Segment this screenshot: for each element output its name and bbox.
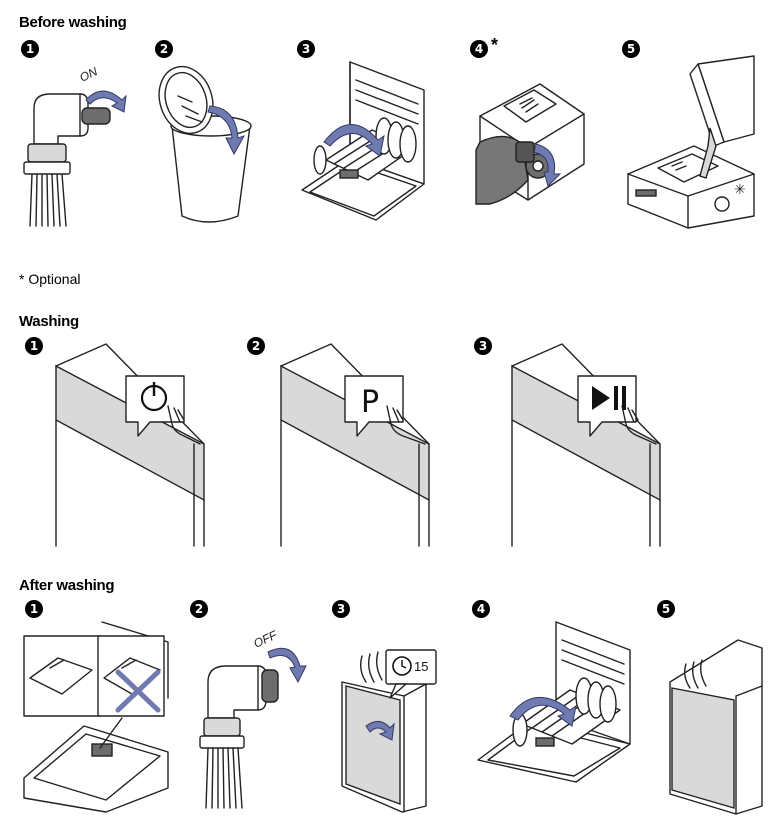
before-step-5-number: 5	[622, 40, 640, 58]
optional-asterisk: *	[491, 35, 499, 55]
after-step-5-number: 5	[657, 600, 675, 618]
section-title-after-washing: After washing	[19, 577, 115, 594]
tap-off-illustration: OFF	[199, 628, 307, 809]
before-step-4-number: 4	[470, 40, 488, 58]
tap-on-label: ON	[77, 64, 100, 84]
svg-text:✳: ✳	[734, 182, 746, 198]
play-pause-icon	[592, 386, 626, 410]
after-closed-illustration	[669, 639, 763, 815]
before-step-1-number: 1	[21, 40, 39, 58]
dishwasher-load-illustration	[301, 61, 425, 221]
program-p-icon: P	[361, 385, 379, 420]
after-dont-open-illustration	[23, 621, 169, 813]
after-step-3-number: 3	[332, 600, 350, 618]
section-title-before-washing: Before washing	[19, 14, 127, 31]
after-step-4-number: 4	[472, 600, 490, 618]
before-step-2-number: 2	[155, 40, 173, 58]
after-open-door-illustration: 15	[341, 649, 437, 813]
washing-program-illustration: P	[280, 343, 430, 547]
salt-cap-illustration	[475, 83, 585, 205]
washing-step-1-number: 1	[25, 337, 43, 355]
washing-step-2-number: 2	[247, 337, 265, 355]
filter-bin-illustration	[158, 65, 252, 223]
after-step-2-number: 2	[190, 600, 208, 618]
before-step-3-number: 3	[297, 40, 315, 58]
timer-value: 15	[414, 659, 428, 674]
washing-step-3-number: 3	[474, 337, 492, 355]
tap-off-label: OFF	[251, 628, 279, 651]
section-title-washing: Washing	[19, 313, 79, 330]
after-unload-illustration	[477, 621, 631, 783]
after-step-1-number: 1	[25, 600, 43, 618]
washing-start-illustration	[511, 343, 661, 547]
detergent-pour-illustration: ✳	[627, 55, 755, 229]
optional-note: * Optional	[19, 271, 81, 287]
tap-on-illustration: ON	[23, 64, 127, 227]
washing-power-illustration	[55, 343, 205, 547]
